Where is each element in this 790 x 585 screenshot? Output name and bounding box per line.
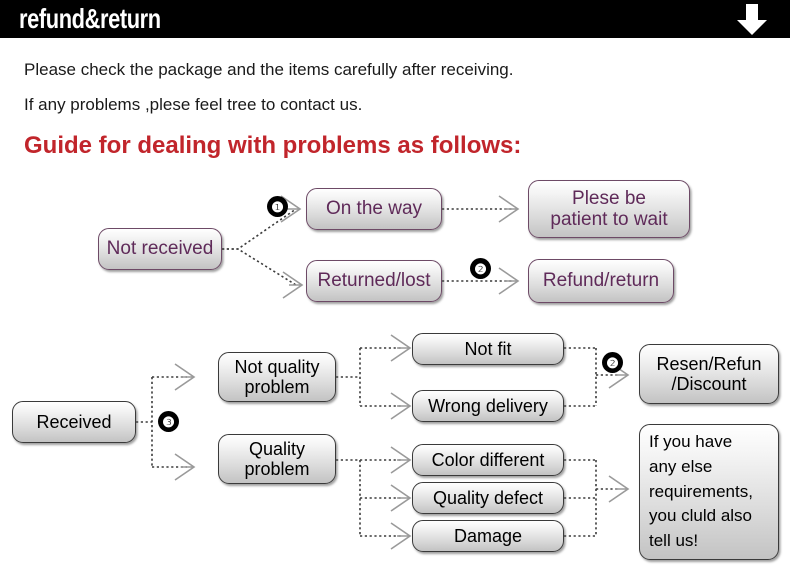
flow2-issue-damage[interactable]: Damage <box>412 520 564 552</box>
flow1-start-not-received[interactable]: Not received <box>98 228 222 270</box>
flow2-issue-color-different[interactable]: Color different <box>412 444 564 476</box>
flow2-category-quality[interactable]: Quality problem <box>218 434 336 484</box>
intro-line-2: If any problems ,plese feel tree to cont… <box>24 95 363 114</box>
flow1-result-refund-return[interactable]: Refund/return <box>528 259 674 303</box>
arrow-down-icon <box>737 4 767 35</box>
guide-heading: Guide for dealing with problems as follo… <box>24 132 522 159</box>
flow2-issue-wrong-delivery[interactable]: Wrong delivery <box>412 390 564 422</box>
flow2-outcome-contact-note[interactable]: If you have any else requirements, you c… <box>639 424 779 560</box>
flow1-step-returned-lost[interactable]: Returned/lost <box>306 260 442 302</box>
page-title: refund&return <box>19 3 161 34</box>
intro-line-1: Please check the package and the items c… <box>24 60 514 79</box>
flow2-start-received[interactable]: Received <box>12 401 136 443</box>
flow2-issue-not-fit[interactable]: Not fit <box>412 333 564 365</box>
flow1-step-on-the-way[interactable]: On the way <box>306 188 442 230</box>
flow2-category-not-quality[interactable]: Not quality problem <box>218 352 336 402</box>
header-bar: refund&return <box>0 0 790 38</box>
flow1-result-patient-wait[interactable]: Plese be patient to wait <box>528 180 690 238</box>
badge-step-3: ❸ <box>158 411 179 432</box>
flow2-issue-quality-defect[interactable]: Quality defect <box>412 482 564 514</box>
badge-step-2-flow1: ❷ <box>470 258 491 279</box>
badge-step-1: ❶ <box>267 196 288 217</box>
badge-step-2-flow2: ❷ <box>602 352 623 373</box>
flow2-outcome-resend-refund-discount[interactable]: Resen/Refun /Discount <box>639 344 779 404</box>
